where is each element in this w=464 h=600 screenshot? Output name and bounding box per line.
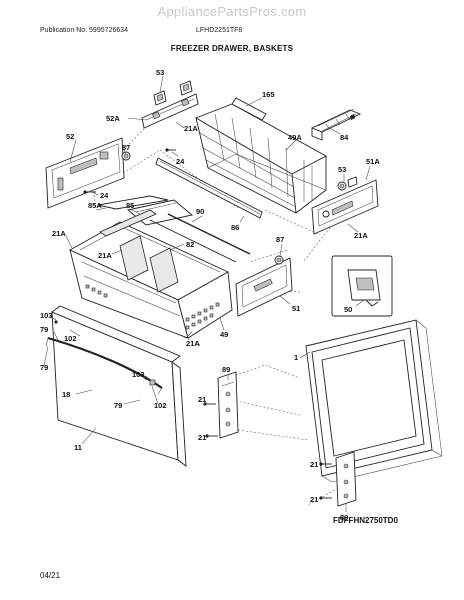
callout-85: 85 [126, 201, 134, 210]
leader-lines [43, 75, 371, 512]
publication-number: Publication No: 5995726634 [40, 27, 128, 34]
watermark: AppliancePartsPros.com [157, 4, 307, 19]
callout-87: 87 [276, 235, 284, 244]
callout-103: 103 [40, 311, 53, 320]
callout-89: 89 [340, 513, 348, 522]
slide-51 [235, 255, 293, 317]
wire-basket-upper [194, 97, 327, 214]
callout-82: 82 [186, 240, 194, 249]
part-50-box [331, 255, 393, 317]
callout-90: 90 [196, 207, 204, 216]
clip-53-top [153, 80, 193, 106]
callout-18: 18 [62, 390, 70, 399]
callout-51: 51 [292, 304, 300, 313]
screw-24 [83, 148, 176, 194]
callout-53: 53 [338, 165, 346, 174]
callout-49a: 49A [288, 133, 302, 142]
callout-labels: 53 52A 21A 165 49A 84 52 87 24 24 85A 85… [40, 68, 380, 522]
callout-165: 165 [262, 90, 275, 99]
callout-21a: 21A [186, 339, 200, 348]
callout-49: 49 [220, 330, 228, 339]
callout-21a: 21A [52, 229, 66, 238]
callout-89: 89 [222, 365, 230, 374]
door-gasket-1 [305, 319, 443, 483]
hinge-bracket-89-right [319, 451, 357, 507]
callout-24: 24 [100, 191, 109, 200]
callout-86: 86 [231, 223, 239, 232]
model-number: LFHD2251TF8 [196, 27, 243, 34]
hinge-bracket-89-left [203, 371, 239, 439]
callout-79: 79 [40, 325, 48, 334]
drawer-basket-49 [69, 209, 233, 339]
rod-90 [167, 213, 251, 255]
callout-21a: 21A [98, 251, 112, 260]
slide-bracket-52 [45, 137, 131, 209]
rack-84 [310, 108, 362, 141]
callout-21: 21 [198, 395, 206, 404]
callout-102: 102 [64, 334, 77, 343]
callout-21a: 21A [354, 231, 368, 240]
callout-85a: 85A [88, 201, 102, 210]
callout-87: 87 [122, 143, 130, 152]
callout-11: 11 [74, 443, 82, 452]
callout-21a: 21A [184, 124, 198, 133]
callout-79: 79 [114, 401, 122, 410]
callout-1: 1 [294, 353, 298, 362]
callout-50: 50 [344, 305, 352, 314]
callout-52a: 52A [106, 114, 120, 123]
callout-24: 24 [176, 157, 185, 166]
bracket-51a [311, 176, 379, 235]
callout-53: 53 [156, 68, 164, 77]
callout-21: 21 [310, 495, 318, 504]
callout-52: 52 [66, 132, 74, 141]
callout-51a: 51A [366, 157, 380, 166]
revision-date: 04/21 [40, 571, 61, 580]
callout-79: 79 [40, 363, 48, 372]
bracket-52a-top [141, 93, 199, 129]
callout-21: 21 [310, 460, 318, 469]
drawer-front-11 [45, 305, 187, 467]
drawing-code: FDFFHN2750TD0 [333, 516, 398, 525]
callout-103: 103 [132, 370, 145, 379]
callout-102: 102 [154, 401, 167, 410]
callout-21: 21 [198, 433, 206, 442]
rail-86 [155, 157, 263, 219]
diagram-title: FREEZER DRAWER, BASKETS [170, 44, 294, 53]
callout-84: 84 [340, 133, 349, 142]
